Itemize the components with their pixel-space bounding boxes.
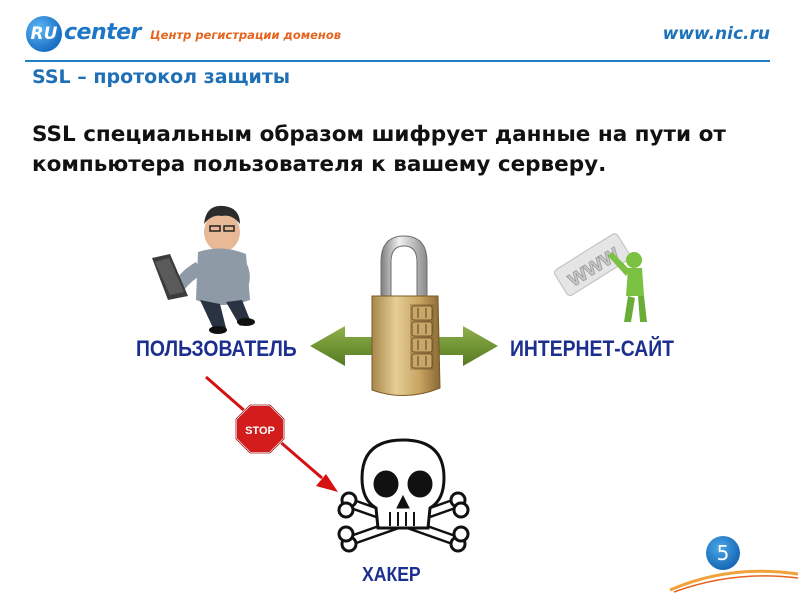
header-divider (25, 60, 770, 62)
padlock-icon (371, 235, 441, 397)
site-url: www.nic.ru (662, 24, 770, 44)
user-label: ПОЛЬЗОВАТЕЛЬ (136, 336, 297, 361)
www-figure-icon: www (554, 233, 647, 322)
user-person-icon (152, 205, 255, 334)
logo-ru-badge: RU (26, 16, 62, 52)
page-number-badge: 5 (706, 536, 740, 570)
page-swoosh (669, 569, 799, 593)
hacker-label: ХАКЕР (362, 564, 421, 586)
slide-title: SSL – протокол защиты (32, 66, 291, 88)
left-arrow-icon (310, 326, 378, 366)
company-logo: RU center (26, 16, 141, 52)
stop-sign-icon: STOP (235, 404, 285, 454)
stop-sign-text: STOP (245, 425, 275, 437)
skull-crossbones-icon (337, 438, 470, 553)
tagline: Центр регистрации доменов (150, 28, 342, 42)
right-arrow-icon (430, 326, 498, 366)
site-label: ИНТЕРНЕТ-САЙТ (510, 336, 674, 361)
attack-arrow (205, 375, 338, 492)
slide-body-text: SSL специальным образом шифрует данные н… (32, 122, 726, 177)
logo-center-text: center (64, 20, 141, 45)
